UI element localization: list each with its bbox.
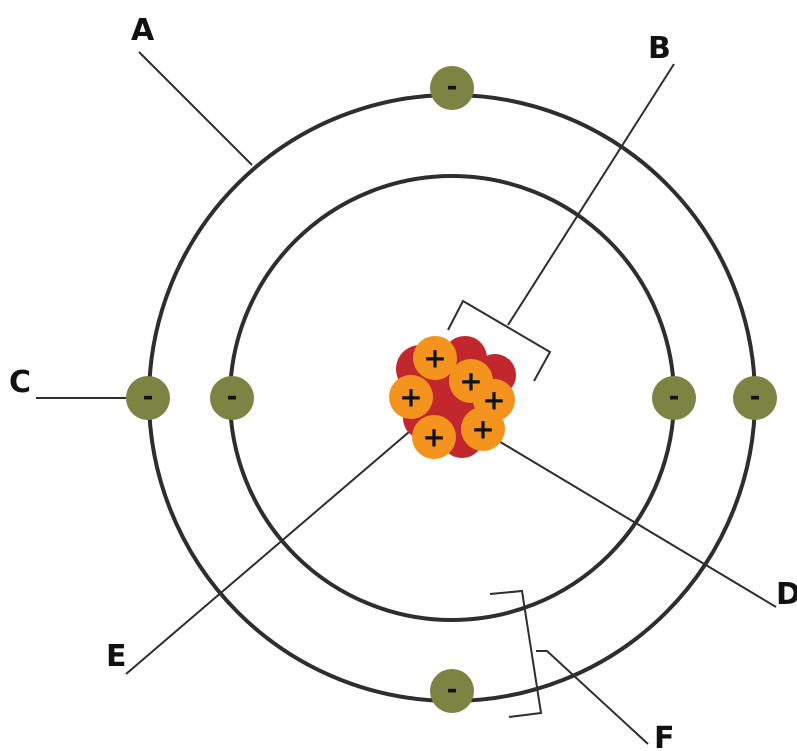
- label-e: E: [106, 639, 127, 674]
- proton-sign: +: [399, 381, 422, 414]
- proton-sign: +: [423, 342, 446, 375]
- proton-sign: +: [422, 421, 445, 454]
- electron-inner-left: -: [210, 376, 254, 420]
- shell-gap-bracket: [489, 589, 543, 718]
- leader-line-e: [125, 407, 438, 675]
- leader-line-f: [536, 650, 649, 745]
- nucleus-bracket: [447, 299, 552, 382]
- electron-sign: -: [143, 382, 154, 412]
- electron-outer-right: -: [733, 376, 777, 420]
- nucleus: + + + + + +: [389, 336, 516, 459]
- electron-sign: -: [447, 675, 458, 705]
- electron-sign: -: [227, 382, 238, 412]
- electron-sign: -: [447, 72, 458, 102]
- electron-outer-top: -: [430, 66, 474, 110]
- proton-sign: +: [471, 413, 494, 446]
- proton: +: [389, 375, 433, 419]
- proton: +: [413, 336, 457, 380]
- electron-sign: -: [669, 382, 680, 412]
- leader-line-b: [507, 63, 675, 326]
- electron-outer-bottom: -: [430, 669, 474, 713]
- proton: +: [461, 407, 505, 451]
- label-b: B: [648, 31, 671, 66]
- electron-outer-left: -: [126, 376, 170, 420]
- label-f: F: [654, 721, 675, 751]
- leader-line-d: [491, 436, 777, 608]
- leader-line-a: [138, 51, 253, 166]
- label-c: C: [9, 365, 31, 400]
- label-d: D: [776, 577, 797, 612]
- label-a: A: [131, 13, 155, 48]
- electron-sign: -: [750, 382, 761, 412]
- proton: +: [412, 415, 456, 459]
- electron-inner-right: -: [652, 376, 696, 420]
